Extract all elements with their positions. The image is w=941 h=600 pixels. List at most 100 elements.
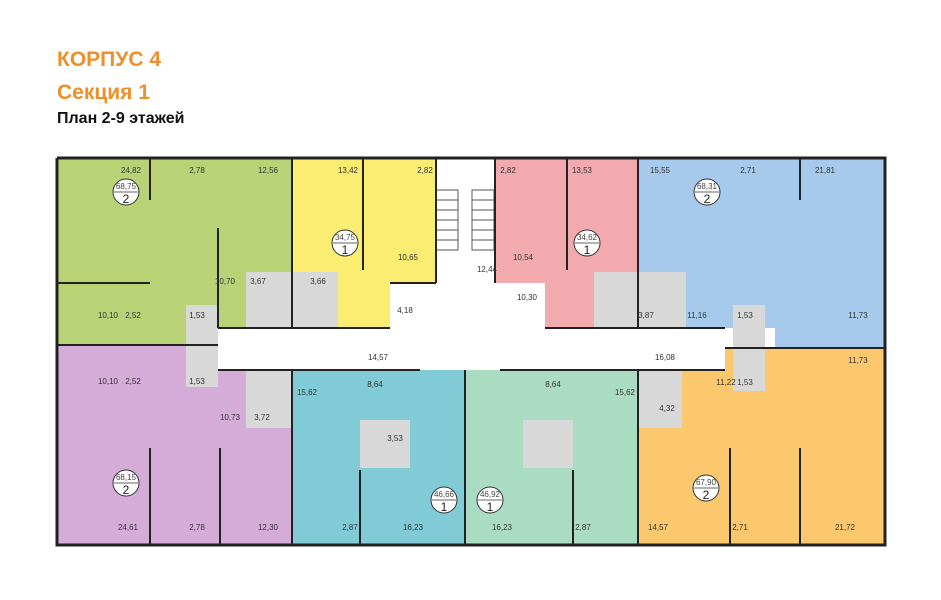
room-area-label: 3,87 xyxy=(638,311,654,320)
room-area-label: 13,42 xyxy=(338,166,359,175)
corridor-right-area: 16,08 xyxy=(655,353,676,362)
room-area-label: 15,55 xyxy=(650,166,671,175)
room-area-label: 2,82 xyxy=(500,166,516,175)
room-area-label: 10,10 xyxy=(98,311,119,320)
room-area-label: 21,72 xyxy=(835,523,856,532)
section-title: Секция 1 xyxy=(57,81,150,104)
room-area-label: 2 xyxy=(703,488,710,502)
apartment-badge-purple: 68,152 xyxy=(112,469,140,497)
room-area-label: 3,66 xyxy=(310,277,326,286)
building-title: КОРПУС 4 xyxy=(57,48,161,71)
room-area-label: 24,82 xyxy=(121,166,142,175)
room-area-label: 21,81 xyxy=(815,166,836,175)
room-area-label: 12,56 xyxy=(258,166,279,175)
room-area-label: 13,53 xyxy=(572,166,593,175)
walls xyxy=(55,156,887,547)
room-area-label: 2,71 xyxy=(732,523,748,532)
room-area-label: 15,62 xyxy=(297,388,318,397)
room-labels-orange: 11,22 1,53 11,73 4,32 14,57 2,71 21,72 xyxy=(648,356,868,532)
apartment-badge-pink: 34,621 xyxy=(573,229,601,257)
room-area-label: 4,18 xyxy=(397,306,413,315)
room-area-label: 10,65 xyxy=(398,253,419,262)
room-area-label: 2,78 xyxy=(189,166,205,175)
room-area-label: 11,73 xyxy=(848,356,868,365)
room-area-label: 8,64 xyxy=(545,380,561,389)
room-area-label: 10,70 xyxy=(215,277,236,286)
room-labels-mint: 8,64 15,62 16,23 2,87 xyxy=(492,380,636,532)
room-area-label: 12,30 xyxy=(258,523,279,532)
apartment-badge-blue: 68,312 xyxy=(693,178,721,206)
bathroom xyxy=(594,272,686,328)
staircase xyxy=(435,189,495,251)
lobby-area: 10,30 xyxy=(517,293,538,302)
stair-hall-area: 12,44 xyxy=(477,265,498,274)
room-labels-teal: 15,62 8,64 3,53 2,87 16,23 xyxy=(297,380,424,532)
room-area-label: 10,73 xyxy=(220,413,241,422)
bathroom xyxy=(638,370,682,428)
room-area-label: 1,53 xyxy=(737,378,753,387)
apartment-badge-mint: 46,921 xyxy=(476,486,504,514)
apartment-badge-teal: 46,661 xyxy=(430,486,458,514)
room-area-label: 4,32 xyxy=(659,404,675,413)
room-area-label: 15,62 xyxy=(615,388,636,397)
apartment-blue[interactable] xyxy=(638,158,885,348)
room-area-label: 46,66 xyxy=(434,490,455,499)
room-area-label: 68,15 xyxy=(116,473,137,482)
room-area-label: 24,61 xyxy=(118,523,139,532)
apartment-badge-green: 68,752 xyxy=(112,178,140,206)
room-area-label: 8,64 xyxy=(367,380,383,389)
plan-title: План 2-9 этажей xyxy=(57,110,185,127)
toilet xyxy=(186,345,218,387)
room-area-label: 14,57 xyxy=(648,523,669,532)
apartment-badge-orange: 67,902 xyxy=(692,474,720,502)
room-area-label: 1,53 xyxy=(189,311,205,320)
room-area-label: 11,22 xyxy=(716,378,736,387)
apartment-green[interactable] xyxy=(57,158,292,345)
room-area-label: 2 xyxy=(704,192,711,206)
room-area-label: 11,16 xyxy=(687,311,707,320)
room-area-label: 3,53 xyxy=(387,434,403,443)
room-area-label: 1,53 xyxy=(737,311,753,320)
room-area-label: 34,62 xyxy=(577,233,598,242)
room-labels-pink: 2,82 13,53 10,54 3,87 xyxy=(500,166,654,320)
room-area-label: 2,71 xyxy=(740,166,756,175)
room-area-label: 1,53 xyxy=(189,377,205,386)
room-area-label: 16,23 xyxy=(403,523,424,532)
room-labels-green: 24,82 2,78 12,56 10,70 10,10 2,52 1,53 3… xyxy=(98,166,279,320)
room-area-label: 68,31 xyxy=(697,182,718,191)
room-area-label: 3,67 xyxy=(250,277,266,286)
room-area-label: 1 xyxy=(584,243,591,257)
room-area-label: 1 xyxy=(487,500,494,514)
room-labels-yellow: 13,42 2,82 10,65 3,66 4,18 xyxy=(310,166,433,315)
room-area-label: 1 xyxy=(342,243,349,257)
bathroom xyxy=(360,420,410,468)
room-area-label: 46,92 xyxy=(480,490,501,499)
room-area-label: 2,87 xyxy=(575,523,591,532)
room-area-label: 34,75 xyxy=(335,233,356,242)
room-area-label: 2,52 xyxy=(125,311,141,320)
toilet xyxy=(733,305,765,348)
bathroom xyxy=(523,420,573,468)
room-area-label: 2 xyxy=(123,483,130,497)
room-area-label: 2,78 xyxy=(189,523,205,532)
room-area-label: 11,73 xyxy=(848,311,868,320)
room-labels-purple: 10,10 2,52 1,53 10,73 3,72 24,61 2,78 12… xyxy=(98,377,279,532)
room-area-label: 2 xyxy=(123,192,130,206)
apartment-purple[interactable] xyxy=(57,345,292,545)
room-area-label: 16,23 xyxy=(492,523,513,532)
corridor-left-area: 14,57 xyxy=(368,353,389,362)
room-area-label: 2,87 xyxy=(342,523,358,532)
toilet xyxy=(733,348,765,391)
apartment-badge-yellow: 34,751 xyxy=(331,229,359,257)
room-area-label: 10,10 xyxy=(98,377,119,386)
room-area-label: 67,90 xyxy=(696,478,717,487)
toilet xyxy=(186,305,218,345)
room-area-label: 3,72 xyxy=(254,413,270,422)
room-area-label: 2,82 xyxy=(417,166,433,175)
room-area-label: 10,54 xyxy=(513,253,534,262)
room-labels-blue: 15,55 2,71 21,81 11,16 1,53 11,73 xyxy=(650,166,868,320)
room-area-label: 68,75 xyxy=(116,182,137,191)
bathroom xyxy=(246,370,292,428)
room-area-label: 2,52 xyxy=(125,377,141,386)
